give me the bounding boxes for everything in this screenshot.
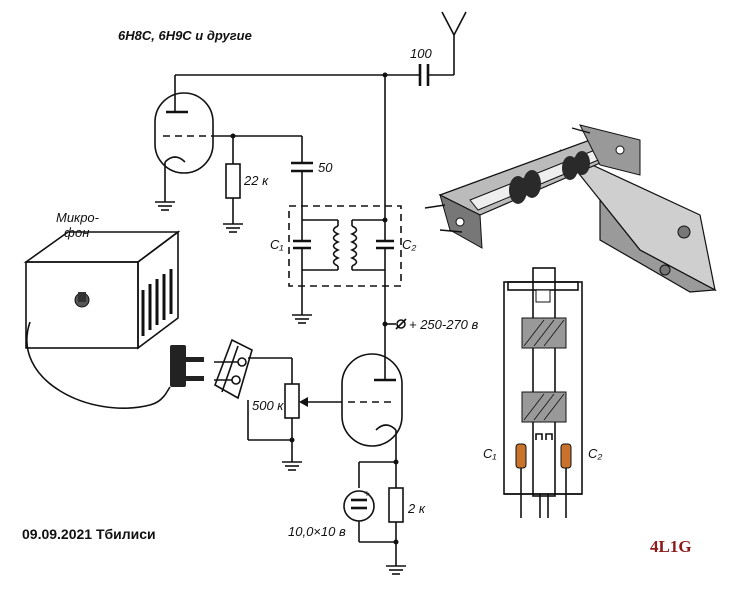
c1-detail-label: C₁	[483, 446, 497, 461]
microphone-label-line1: Микро-	[56, 210, 100, 225]
grid-capacitor-50	[291, 136, 313, 220]
cathode-resistor-2k	[388, 462, 404, 542]
ground-icon	[282, 461, 302, 471]
cathode-resistor-label: 2 к	[407, 501, 426, 516]
grid-capacitor-label: 50	[318, 160, 333, 175]
tank-c2-l2	[350, 219, 394, 271]
grid-resistor-label: 22 к	[243, 173, 269, 188]
signature: 4L1G	[650, 537, 692, 556]
tank-c1-l1	[293, 219, 340, 271]
coupling-capacitor-100	[175, 64, 454, 86]
supply-voltage-label: + 250-270 в	[409, 317, 479, 332]
cathode-capacitor-label: 10,0×10 в	[288, 524, 346, 539]
microphone-cable	[26, 321, 166, 409]
ground-icon	[292, 270, 312, 324]
ground-icon	[386, 542, 406, 575]
svg-text:+: +	[364, 489, 370, 500]
microphone-plug	[164, 345, 204, 396]
lower-vacuum-tube	[341, 353, 403, 447]
upper-vacuum-tube	[154, 75, 214, 202]
tube-types-label: 6Н8С, 6Н9С и другие	[118, 28, 252, 43]
c1-label: C₁	[270, 237, 284, 252]
coil-assembly-illustration	[424, 124, 718, 293]
c2-label: C₂	[402, 237, 416, 252]
date-place-caption: 09.09.2021 Тбилиси	[22, 526, 156, 542]
supply-terminal	[396, 319, 406, 329]
potentiometer-label: 500 к	[252, 398, 284, 413]
coil-former-detail	[503, 267, 583, 518]
antenna-icon	[441, 11, 467, 75]
potentiometer-500k	[248, 357, 342, 462]
coupling-capacitor-label: 100	[410, 46, 432, 61]
microphone-icon	[23, 230, 181, 350]
grid-resistor-22k	[223, 136, 243, 233]
ground-icon	[155, 201, 175, 211]
jack-socket	[214, 338, 253, 400]
electrolytic-capacitor: +	[343, 462, 375, 542]
c2-detail-label: C₂	[588, 446, 602, 461]
